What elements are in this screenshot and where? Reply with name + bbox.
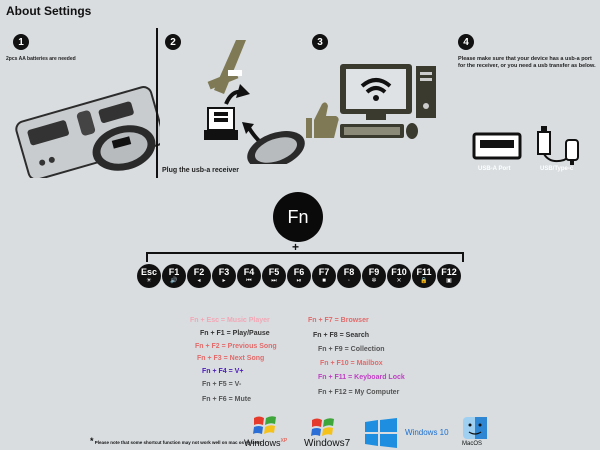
- step-1-badge: 1: [13, 34, 29, 50]
- key-label: F8: [343, 267, 355, 277]
- windows-10-label: Windows 10: [405, 428, 449, 437]
- key-function-icon: ✲: [371, 278, 377, 284]
- key-function-icon: ⏯: [296, 278, 302, 284]
- os-7-name: Windows: [304, 438, 345, 449]
- key-function-icon: ▸: [222, 278, 226, 284]
- shortcut-item: Fn + F10 = Mailbox: [320, 360, 383, 367]
- usb-type-c-adapter-icon: [537, 126, 579, 165]
- usb-receiver-illustration: [204, 40, 305, 164]
- key-function-icon: ⏮: [246, 278, 252, 284]
- plus-sign: +: [292, 240, 300, 254]
- shortcut-item: Fn + F1 = Play/Pause: [200, 330, 270, 337]
- key-label: F7: [318, 267, 330, 277]
- windows-7-label: Windows7: [304, 438, 350, 449]
- shortcut-item: Fn + F11 = Keyboard Lock: [318, 374, 405, 381]
- key-f12: F12▣: [437, 264, 461, 288]
- shortcut-item: Fn + F3 = Next Song: [197, 355, 265, 362]
- key-function-icon: 🔒: [420, 278, 428, 284]
- shortcut-item: Fn + F7 = Browser: [308, 317, 369, 324]
- key-f9: F9✲: [362, 264, 386, 288]
- key-f3: F3▸: [212, 264, 236, 288]
- key-label: F5: [268, 267, 280, 277]
- shortcut-item: Fn + F2 = Previous Song: [195, 343, 277, 350]
- computer-connected-illustration: [306, 64, 436, 139]
- key-function-icon: ▣: [446, 278, 452, 284]
- key-function-icon: 🔊: [170, 278, 178, 284]
- os-xp-name: Windows: [244, 438, 281, 448]
- key-f8: F8◦: [337, 264, 361, 288]
- macos-finder-icon: [463, 417, 487, 439]
- key-esc: Esc☀: [137, 264, 161, 288]
- fn-key: Fn: [273, 192, 323, 242]
- asterisk-icon: *: [90, 436, 94, 446]
- key-function-icon: ◂: [197, 278, 201, 284]
- usb-c-label: USB/Type-c: [540, 166, 574, 172]
- windows-xp-logo-icon: [253, 416, 276, 434]
- key-group-bracket: [146, 252, 464, 262]
- shortcut-item: Fn + F5 = V-: [202, 381, 242, 388]
- key-label: F10: [391, 267, 407, 277]
- key-f10: F10✕: [387, 264, 411, 288]
- key-label: Esc: [140, 267, 157, 277]
- footnote-text: Please note that some shortcut function …: [94, 440, 263, 445]
- windows-xp-label: WindowsXP: [244, 438, 287, 448]
- step-3-badge: 3: [312, 34, 328, 50]
- key-f5: F5⏭: [262, 264, 286, 288]
- battery-note: 2pcs AA batteries are needed: [6, 56, 76, 62]
- key-function-icon: ■: [322, 278, 326, 284]
- usb-a-port-icon: [472, 132, 522, 160]
- key-function-icon: ✕: [396, 278, 402, 284]
- windows-10-logo-icon: [365, 418, 397, 448]
- key-label: F2: [193, 267, 205, 277]
- plug-receiver-caption: Plug the usb-a receiver: [162, 167, 240, 174]
- key-f11: F11🔒: [412, 264, 436, 288]
- key-function-icon: ☀: [146, 278, 152, 284]
- shortcut-item: Fn + F9 = Collection: [318, 346, 385, 353]
- key-f2: F2◂: [187, 264, 211, 288]
- key-f1: F1🔊: [162, 264, 186, 288]
- page-title: About Settings: [6, 4, 92, 18]
- key-f7: F7■: [312, 264, 336, 288]
- divider-1: [156, 28, 158, 178]
- key-function-icon: ⏭: [271, 278, 277, 284]
- shortcut-item: Fn + F8 = Search: [313, 332, 370, 339]
- windows-7-logo-icon: [311, 418, 334, 436]
- keyboard-mouse-battery-illustration: [15, 86, 160, 178]
- key-label: F6: [293, 267, 305, 277]
- key-f4: F4⏮: [237, 264, 261, 288]
- key-label: F9: [368, 267, 380, 277]
- step-2-badge: 2: [165, 34, 181, 50]
- key-label: F3: [218, 267, 230, 277]
- shortcut-item: Fn + Esc = Music Player: [190, 317, 270, 324]
- os-xp-version: XP: [280, 438, 288, 444]
- key-function-icon: ◦: [347, 278, 351, 284]
- os-7-version: 7: [344, 438, 351, 449]
- macos-label: MacOS: [462, 441, 483, 447]
- footnote: * Please note that some shortcut functio…: [90, 436, 262, 446]
- key-label: F12: [441, 267, 457, 277]
- usb-a-label: USB-A Port: [478, 166, 511, 172]
- key-label: F4: [243, 267, 255, 277]
- usb-port-note: Please make sure that your device has a …: [458, 56, 596, 69]
- key-label: F11: [416, 267, 432, 277]
- step-4-badge: 4: [458, 34, 474, 50]
- shortcut-item: Fn + F6 = Mute: [202, 396, 252, 403]
- shortcut-item: Fn + F4 = V+: [202, 368, 244, 375]
- key-f6: F6⏯: [287, 264, 311, 288]
- key-label: F1: [168, 267, 180, 277]
- shortcut-item: Fn + F12 = My Computer: [318, 389, 400, 396]
